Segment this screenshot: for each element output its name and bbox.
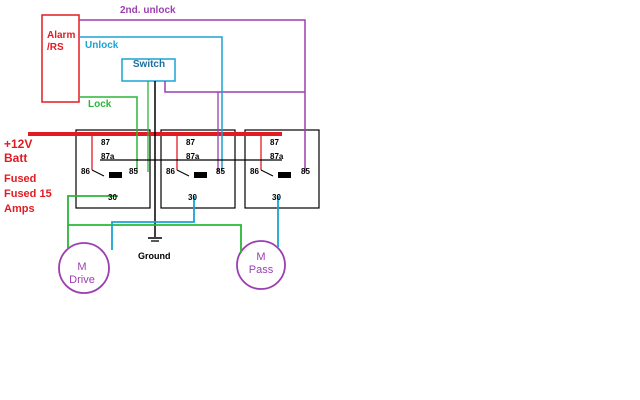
- relay2-pin-87a: 87a: [186, 152, 200, 161]
- ground-label: Ground: [138, 251, 171, 261]
- relay-box-2: [160, 129, 236, 209]
- switch-label: Switch: [132, 59, 166, 70]
- relay-box-3: [244, 129, 320, 209]
- relay3-pin-86: 86: [250, 167, 259, 176]
- relay2-pin-85: 85: [216, 167, 225, 176]
- motor-drive-label: M Drive: [69, 261, 95, 286]
- motor-pass-label: M Pass: [248, 251, 274, 276]
- relay1-pin-87: 87: [101, 138, 110, 147]
- relay1-pin-87a: 87a: [101, 152, 115, 161]
- alarm-label: Alarm /RS: [47, 30, 76, 53]
- switch-to-relay3-wire: [164, 81, 305, 93]
- relay3-pin-30: 30: [272, 193, 281, 202]
- motor-pass-circle: [236, 240, 286, 290]
- relay-coil-1: [109, 172, 122, 178]
- lock-wire: [79, 96, 138, 172]
- unlock-wire: [79, 36, 223, 172]
- fused-label: Fused Fused 15 Amps: [4, 173, 52, 215]
- relay-switch-arms: [91, 169, 274, 177]
- second-unlock-wire: [79, 19, 306, 172]
- relay3-pin-85: 85: [301, 167, 310, 176]
- relay1-pin-85: 85: [129, 167, 138, 176]
- motor-blue-wire: [111, 196, 195, 250]
- relay-internal-red: [91, 134, 262, 170]
- relay-box-1: [75, 129, 151, 209]
- relay3-pin-87: 87: [270, 138, 279, 147]
- relay1-pin-30: 30: [108, 193, 117, 202]
- second-unlock-label: 2nd. unlock: [120, 5, 176, 16]
- relay2-pin-86: 86: [166, 167, 175, 176]
- relay1-pin-86: 86: [81, 167, 90, 176]
- relay2-pin-30: 30: [188, 193, 197, 202]
- relay-coil-2: [194, 172, 207, 178]
- unlock-label: Unlock: [85, 40, 119, 51]
- relay-coil-3: [278, 172, 291, 178]
- motor-drive-circle: [58, 242, 110, 294]
- lock-label: Lock: [88, 99, 112, 110]
- alarm-box: [41, 14, 80, 103]
- batt-label: +12V Batt: [4, 137, 33, 165]
- relay2-pin-87: 87: [186, 138, 195, 147]
- relay3-pin-87a: 87a: [270, 152, 284, 161]
